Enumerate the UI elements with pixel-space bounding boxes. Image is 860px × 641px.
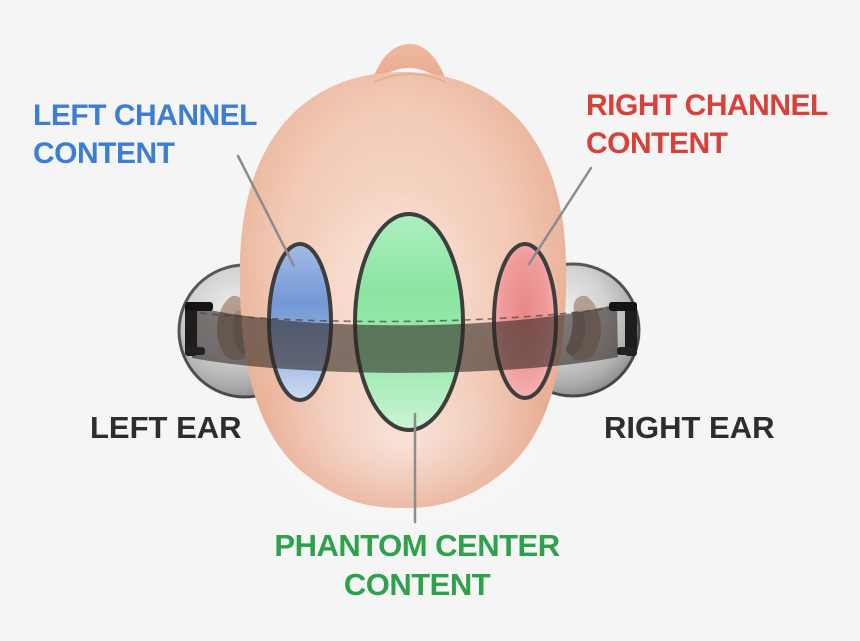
left-strap-clamp (185, 302, 213, 356)
nose (370, 44, 448, 86)
phantom-center-label: PHANTOM CENTER CONTENT (247, 526, 587, 604)
phantom-center-label-line2: CONTENT (343, 567, 491, 602)
left-channel-label: LEFT CHANNEL CONTENT (33, 97, 257, 173)
right-strap-clamp (609, 302, 637, 356)
right-channel-leader-line (527, 166, 593, 266)
right-channel-label: RIGHT CHANNEL CONTENT (586, 87, 828, 163)
headband-far-edge-dashed (199, 307, 611, 323)
headband-strap (191, 304, 618, 373)
left-ear-label: LEFT EAR (90, 410, 242, 445)
right-ear-label: RIGHT EAR (604, 410, 775, 445)
left-channel-label-line1: LEFT CHANNEL (33, 99, 257, 132)
phantom-center-label-line1: PHANTOM CENTER (274, 528, 560, 563)
right-channel-label-line1: RIGHT CHANNEL (586, 89, 828, 122)
left-channel-leader-line (236, 154, 296, 268)
right-channel-label-line2: CONTENT (586, 127, 728, 160)
nose-crease (373, 73, 447, 83)
left-channel-label-line2: CONTENT (33, 137, 175, 170)
